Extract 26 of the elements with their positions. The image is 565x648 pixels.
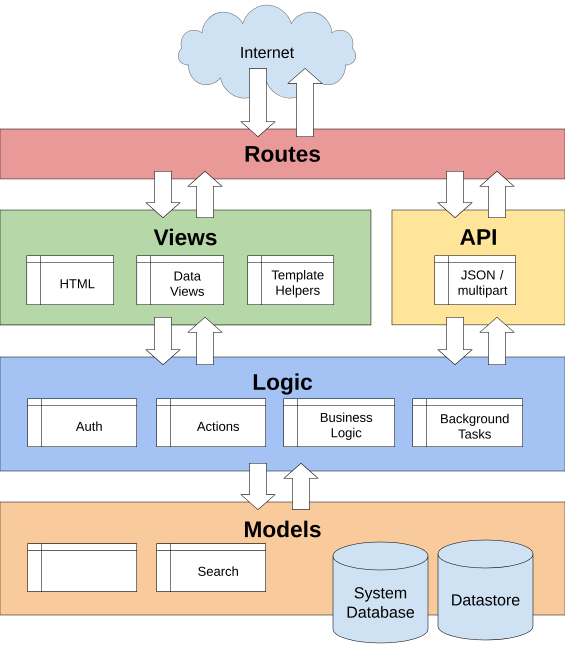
component-box: Template Helpers — [247, 255, 334, 306]
component-box: Actions — [156, 398, 266, 448]
component-box: Search — [156, 543, 266, 592]
component-box: Business Logic — [283, 398, 396, 448]
block-arrow — [479, 170, 515, 218]
block-arrow — [437, 171, 473, 218]
component-box: Auth — [27, 398, 138, 448]
component-box: JSON / multipart — [434, 255, 516, 306]
component-box: HTML — [26, 255, 114, 306]
block-arrow — [240, 68, 276, 138]
block-arrow — [145, 316, 181, 366]
database-cylinder: System Database — [332, 542, 428, 644]
cloud: Internet — [178, 4, 356, 98]
block-arrow — [479, 316, 515, 365]
block-arrow — [187, 170, 223, 218]
component-box — [27, 543, 138, 592]
block-arrow — [187, 316, 223, 365]
block-arrow — [145, 171, 181, 218]
database-cylinder: Datastore — [438, 540, 534, 640]
block-arrow — [283, 462, 319, 510]
layer-band: Routes — [0, 128, 565, 180]
block-arrow — [287, 68, 323, 137]
component-box: Data Views — [136, 255, 224, 306]
component-box: Background Tasks — [412, 398, 524, 448]
block-arrow — [240, 463, 276, 510]
block-arrow — [437, 316, 473, 366]
